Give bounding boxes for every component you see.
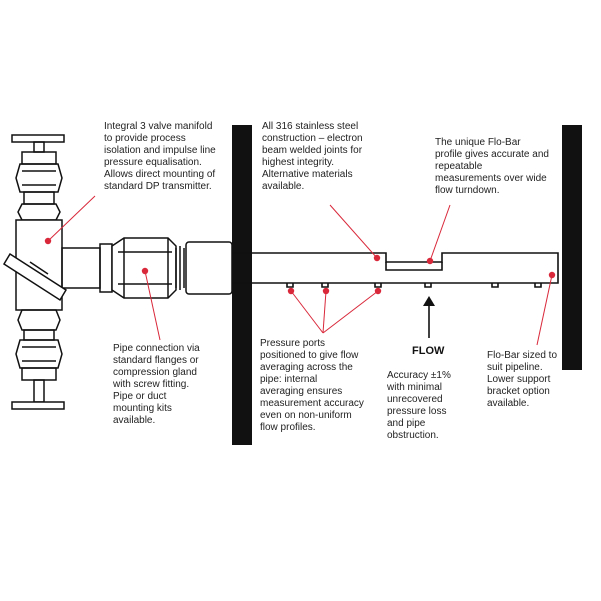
callout-dots xyxy=(44,237,556,295)
compression-gland-fitting xyxy=(111,237,233,299)
manifold-top-valve xyxy=(11,134,65,221)
pipe-wall-right xyxy=(562,125,582,370)
callout-lines xyxy=(47,195,553,346)
manifold-bottom-valve xyxy=(11,309,65,410)
manifold-note: Integral 3 valve manifold to provide pro… xyxy=(104,121,216,192)
stainless-steel-note: All 316 stainless steel construction – e… xyxy=(262,121,363,192)
accuracy-note: Accuracy ±1% with minimal unrecovered pr… xyxy=(387,370,451,441)
pipe-connection-note: Pipe connection via standard flanges or … xyxy=(113,343,200,426)
sizing-note: Flo-Bar sized to suit pipeline. Lower su… xyxy=(487,350,558,409)
pipe-wall-left xyxy=(232,125,252,445)
manifold-body xyxy=(2,219,113,311)
flobar-sensor xyxy=(233,252,559,284)
flow-arrow xyxy=(423,296,435,338)
flobar-profile-note: The unique Flo-Bar profile gives accurat… xyxy=(435,137,549,196)
pressure-ports-note: Pressure ports positioned to give flow a… xyxy=(260,338,364,433)
pressure-port-slots xyxy=(286,283,542,288)
flow-label: FLOW xyxy=(412,345,445,357)
